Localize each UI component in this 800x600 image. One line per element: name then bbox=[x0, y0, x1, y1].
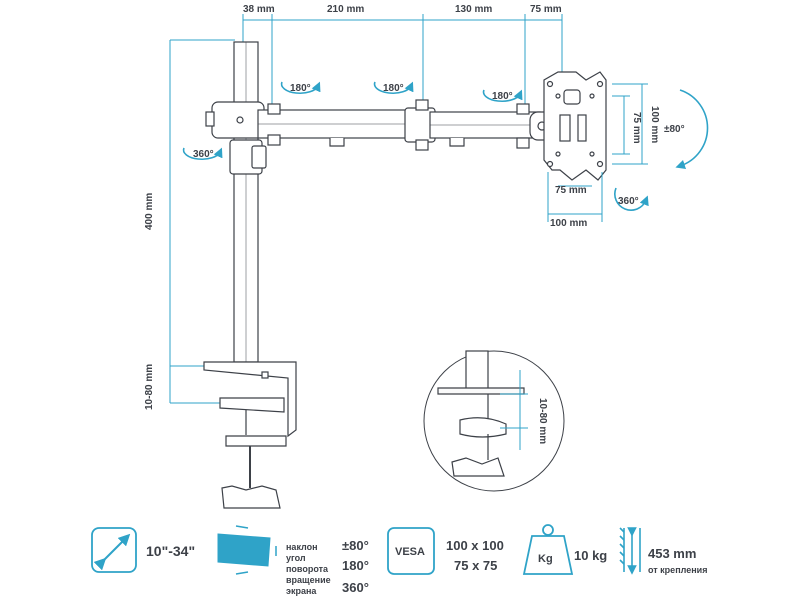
dim-38mm: 38 mm bbox=[243, 4, 275, 15]
weight-icon: Kg bbox=[522, 524, 574, 575]
detail-clamp-range: 10-80 mm bbox=[537, 398, 548, 444]
weight-value: 10 kg bbox=[574, 548, 607, 563]
dim-130mm: 130 mm bbox=[455, 4, 492, 15]
dim-pole-height: 400 mm bbox=[144, 193, 155, 230]
rotation-tilt-label: ±80° bbox=[664, 124, 685, 135]
rotation-value: 360° bbox=[342, 580, 369, 595]
rotation-joint2-label: 180° bbox=[383, 83, 404, 94]
clamp-detail-inset: 10-80 mm bbox=[423, 350, 565, 492]
screen-size-value: 10"-34" bbox=[146, 543, 195, 559]
spec-label-screen: экрана bbox=[286, 586, 317, 596]
dim-clamp-range: 10-80 mm bbox=[144, 364, 155, 410]
swivel-value: 180° bbox=[342, 558, 369, 573]
pole bbox=[229, 41, 267, 363]
spec-bar: 10"-34" наклон угол поворота вращение эк… bbox=[91, 524, 707, 596]
dim-vesa-75-h: 75 mm bbox=[631, 112, 642, 144]
dim-vesa-100-w: 100 mm bbox=[550, 218, 587, 229]
vesa-value-2: 75 x 75 bbox=[454, 558, 497, 573]
dim-vesa-100-h: 100 mm bbox=[649, 106, 660, 143]
dim-210mm: 210 mm bbox=[327, 4, 364, 15]
left-dimension-lines bbox=[169, 39, 235, 404]
tilt-screen-icon bbox=[217, 525, 277, 575]
desk-clamp bbox=[203, 361, 297, 509]
rotation-pole-label: 360° bbox=[193, 149, 214, 160]
reach-label: от крепления bbox=[648, 565, 707, 575]
reach-icon bbox=[619, 527, 641, 575]
top-dimension-lines bbox=[242, 14, 563, 110]
arm-assembly bbox=[205, 99, 553, 151]
vesa-plate bbox=[543, 71, 607, 181]
vesa-icon: VESA bbox=[387, 527, 435, 575]
vesa-dimension-lines bbox=[547, 83, 648, 222]
rotation-joint3-label: 180° bbox=[492, 91, 513, 102]
rotation-indicators bbox=[182, 81, 709, 211]
spec-label-swivel: поворота bbox=[286, 564, 329, 574]
rotation-plate-label: 360° bbox=[618, 196, 639, 207]
vesa-value-1: 100 x 100 bbox=[446, 538, 504, 553]
tilt-value: ±80° bbox=[342, 538, 369, 553]
rotation-joint1-label: 180° bbox=[290, 83, 311, 94]
spec-label-rotation: вращение bbox=[286, 575, 331, 585]
dim-75mm: 75 mm bbox=[530, 4, 562, 15]
diagonal-arrow-icon bbox=[91, 527, 137, 573]
reach-value: 453 mm bbox=[648, 546, 696, 561]
vesa-badge: VESA bbox=[395, 546, 425, 558]
dim-vesa-75-w: 75 mm bbox=[555, 185, 587, 196]
weight-badge: Kg bbox=[538, 553, 553, 565]
spec-label-tilt: наклон bbox=[286, 542, 318, 552]
spec-label-angle: угол bbox=[286, 553, 306, 563]
